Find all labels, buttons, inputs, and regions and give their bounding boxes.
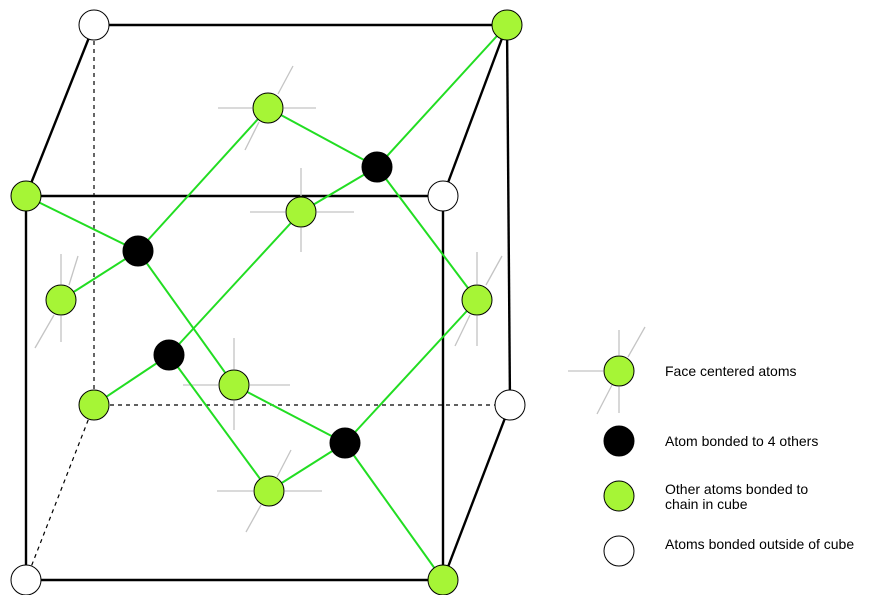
face-centered-atom [45, 284, 77, 316]
cube-hidden-edges [25, 25, 510, 581]
corner-atom-chain [78, 389, 110, 421]
tetrahedral-atom [329, 427, 361, 459]
corner-atom-chain [10, 180, 42, 212]
legend-label-bonded-4: Atom bonded to 4 others [665, 433, 819, 449]
legend-chain-icon [603, 480, 635, 512]
tetrahedral-atom [153, 339, 185, 371]
legend-label-face-centered: Face centered atoms [665, 363, 797, 379]
corner-atom-outside [494, 389, 526, 421]
corner-atom-outside [78, 9, 110, 41]
corner-atom-chain [427, 564, 459, 595]
cube-edge-top-right [441, 24, 509, 197]
legend-markers [603, 355, 635, 567]
face-centered-atom [285, 196, 317, 228]
atoms [10, 9, 526, 595]
face-centered-atom [252, 92, 284, 124]
face-centered-atom [218, 369, 250, 401]
legend-label-outside: Atoms bonded outside of cube [665, 536, 855, 552]
legend-outside-icon [603, 535, 635, 567]
cube-edge-back-right [505, 24, 512, 406]
legend-label-chain: Other atoms bonded to chain in cube [665, 481, 809, 512]
corner-atom-chain [491, 9, 523, 41]
legend-bonded-4-icon [603, 425, 635, 457]
corner-atom-outside [427, 180, 459, 212]
cube-edge-top-left [24, 24, 96, 197]
face-crosshairs [34, 65, 646, 533]
face-centered-atom [461, 284, 493, 316]
corner-atom-outside [10, 564, 42, 595]
legend-face-centered-icon [603, 355, 635, 387]
tetrahedral-atom [122, 235, 154, 267]
tetrahedral-atom [361, 151, 393, 183]
face-centered-atom [253, 475, 285, 507]
cube-edge-bottom-right [441, 404, 512, 581]
cube-edge-hidden-depth [25, 404, 95, 581]
